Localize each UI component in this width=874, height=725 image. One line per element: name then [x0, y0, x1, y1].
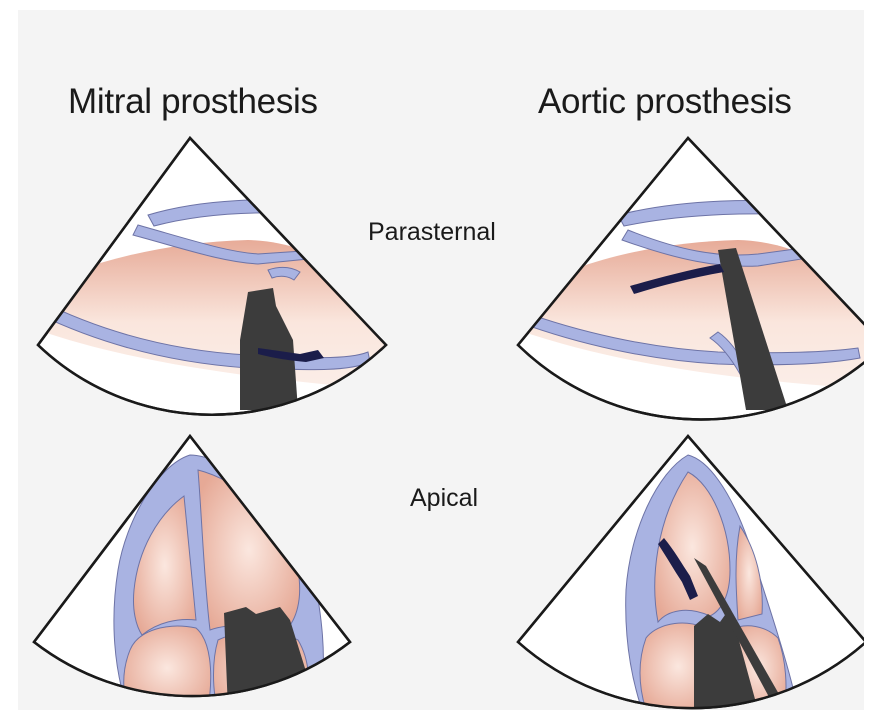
- left-ventricle: [198, 470, 300, 630]
- view-label-apical: Apical: [410, 484, 478, 513]
- sector-mitral-apical: [34, 436, 350, 710]
- column-title-aortic: Aortic prosthesis: [538, 82, 792, 122]
- echo-figure: Mitral prosthesis Aortic prosthesis Para…: [18, 10, 864, 710]
- column-title-mitral: Mitral prosthesis: [68, 82, 318, 122]
- view-label-parasternal: Parasternal: [368, 218, 496, 247]
- sector-aortic-apical: [518, 436, 864, 710]
- sector-mitral-parasternal: [38, 138, 388, 415]
- sector-aortic-parasternal: [518, 138, 864, 420]
